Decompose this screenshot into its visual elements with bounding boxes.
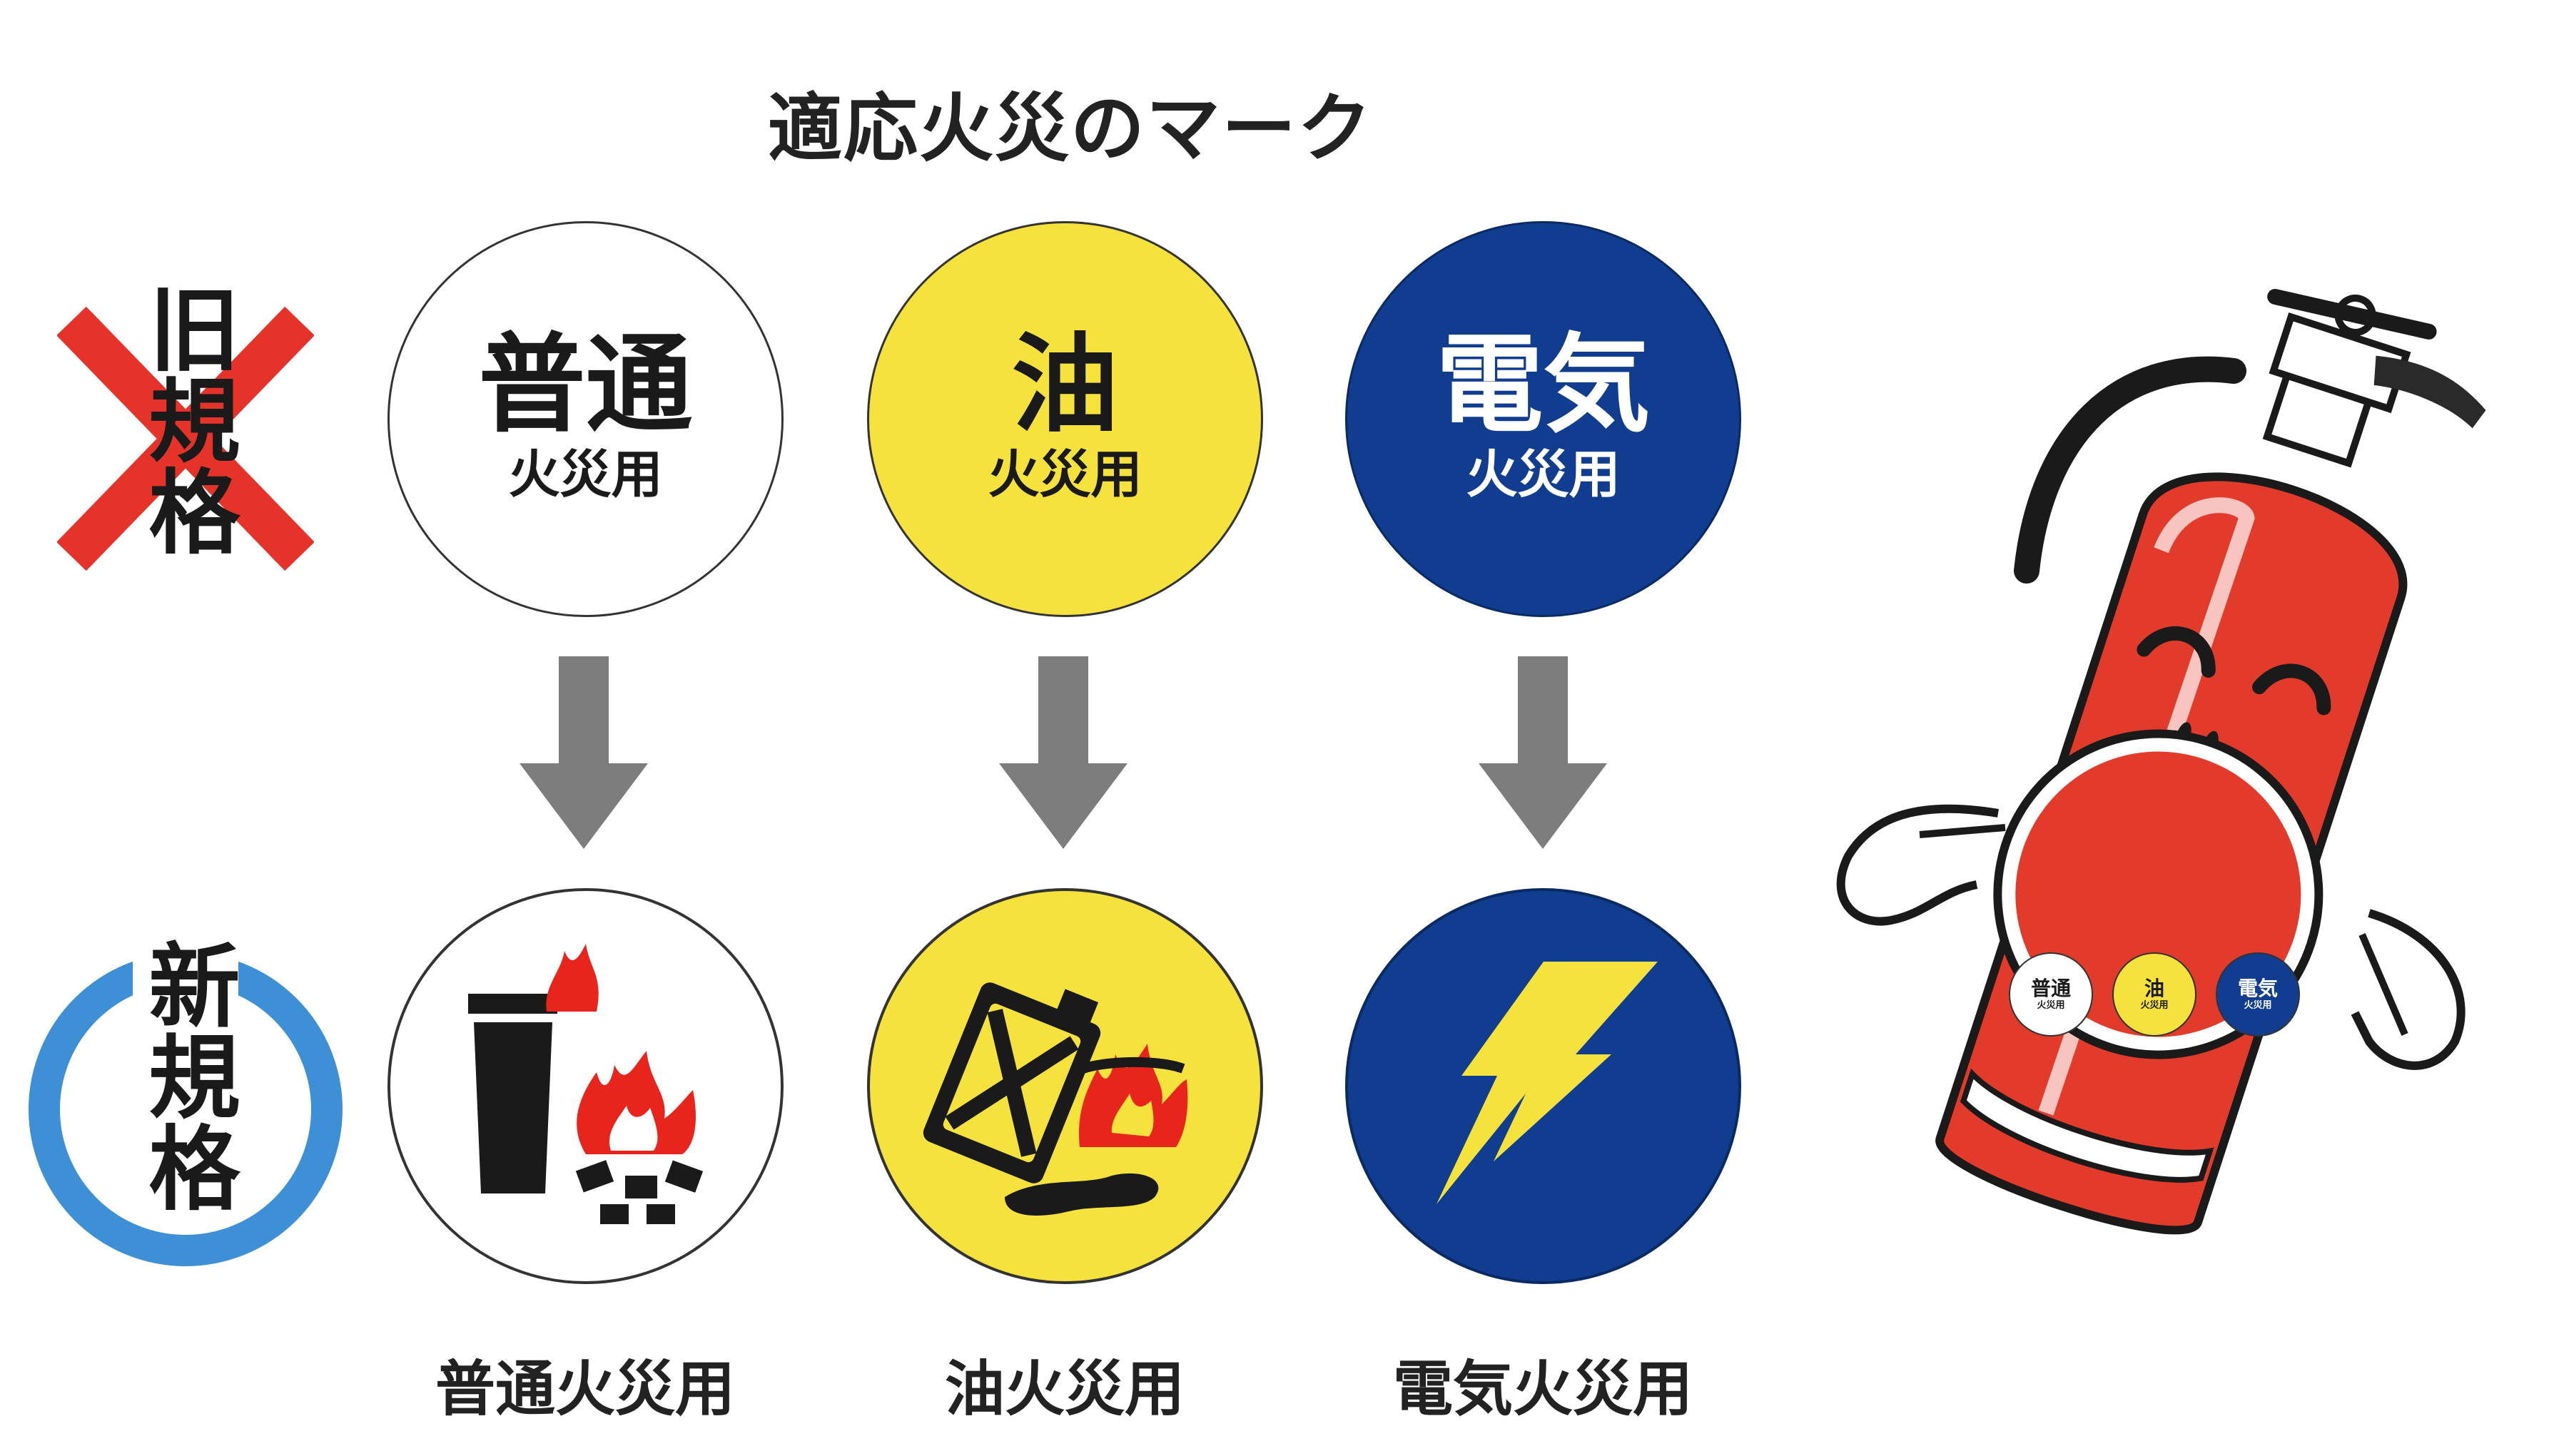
badge-main-text: 電気: [2237, 976, 2278, 1000]
badge-main-text: 普通: [2030, 976, 2071, 1000]
old-mark-sub-text: 火災用: [1466, 444, 1621, 505]
caption-electric: 電気火災用: [1392, 1354, 1693, 1424]
old-mark-electric: 電気 火災用: [1345, 221, 1741, 617]
mascot-badge-oil: 油 火災用: [2112, 952, 2196, 1037]
old-mark-sub-text: 火災用: [988, 444, 1142, 505]
ordinary-fire-icon: [467, 943, 703, 1224]
caption-ordinary: 普通火災用: [435, 1354, 735, 1424]
fire-extinguisher-mascot: [1836, 288, 2486, 1235]
badge-sub-text: 火災用: [2140, 999, 2169, 1011]
badge-main-text: 油: [2144, 976, 2164, 1000]
red-x-icon: [57, 307, 314, 571]
old-mark-ordinary: 普通 火災用: [387, 221, 784, 617]
caption-oil: 油火災用: [944, 1354, 1185, 1424]
old-standard-label: 旧規格: [114, 282, 257, 578]
badge-sub-text: 火災用: [2244, 999, 2272, 1011]
new-mark-ordinary: [387, 888, 784, 1284]
old-standard-text: 旧規格: [133, 282, 239, 556]
page-title: 適応火災のマーク: [767, 85, 1373, 172]
old-mark-main-text: 電気: [1436, 322, 1651, 447]
new-standard-text: 新規格: [133, 938, 239, 1212]
mascot-badge-ordinary: 普通 火災用: [2009, 952, 2093, 1037]
old-mark-sub-text: 火災用: [508, 444, 663, 505]
new-mark-electric: [1345, 888, 1741, 1284]
down-arrow-icon: [999, 656, 1128, 849]
old-mark-main-text: 油: [1011, 322, 1119, 447]
down-arrow-icon: [520, 656, 648, 849]
oil-fire-icon: [923, 982, 1187, 1216]
mascot-badge-electric: 電気 火災用: [2216, 952, 2300, 1037]
old-mark-main-text: 普通: [478, 322, 693, 447]
down-arrow-icon: [1479, 656, 1607, 849]
old-mark-oil: 油 火災用: [867, 221, 1263, 617]
new-standard-label: 新規格: [114, 938, 257, 1234]
new-mark-oil: [867, 888, 1263, 1284]
lightning-bolt-icon: [1436, 961, 1658, 1204]
badge-sub-text: 火災用: [2037, 999, 2065, 1011]
